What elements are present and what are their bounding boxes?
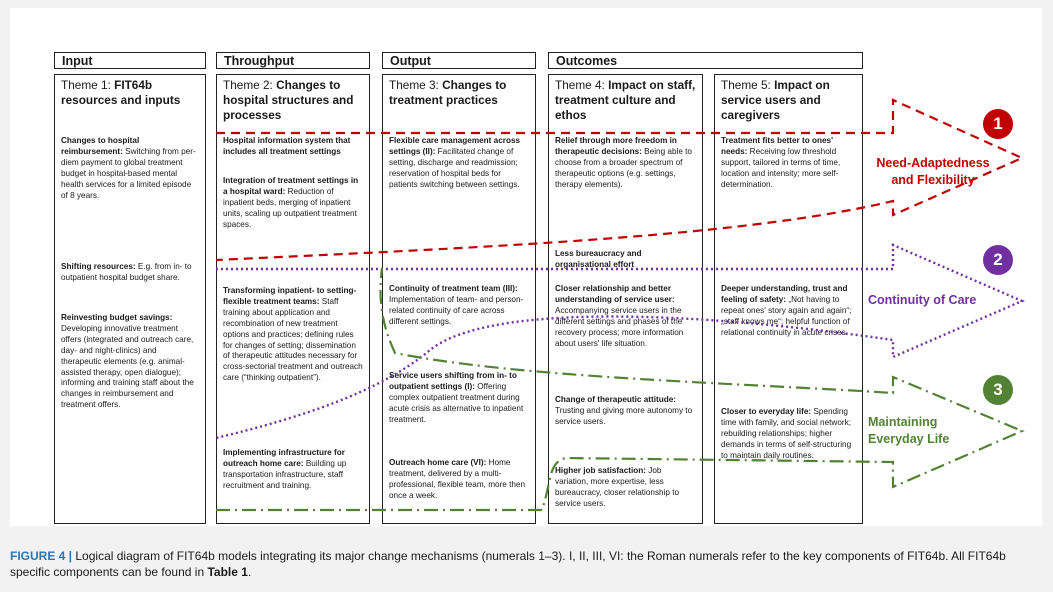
theme-3-title: Theme 3: Changes to treatment practices [389, 78, 507, 107]
theme-4-column: Theme 4: Impact on staff, treatment cult… [548, 74, 703, 524]
theme-4-item: Change of therapeutic attitude: Trusting… [555, 395, 693, 426]
mechanism-2-badge: 2 [983, 245, 1013, 275]
header-outcomes: Outcomes [548, 52, 863, 69]
theme-3-item: Service users shifting from in- to outpa… [389, 371, 524, 424]
header-output: Output [382, 52, 536, 69]
header-input: Input [54, 52, 206, 69]
theme-1-column: Theme 1: FIT64b resources and inputs Cha… [54, 74, 206, 524]
mechanism-3-label: Maintaining Everyday Life [868, 415, 950, 446]
theme-5-title: Theme 5: Impact on service users and car… [721, 78, 830, 122]
theme-5-item: Closer to everyday life: Spending time w… [721, 407, 852, 460]
mechanism-1-label: Need-Adaptedness and Flexibility [876, 156, 990, 187]
theme-2-item: Transforming inpatient- to setting-flexi… [223, 286, 363, 383]
theme-3-item: Flexible care management across settings… [389, 136, 521, 189]
theme-2-column: Theme 2: Changes to hospital structures … [216, 74, 370, 524]
theme-3-item: Outreach home care (VI): Home treatment,… [389, 458, 526, 500]
theme-4-item: Closer relationship and better understan… [555, 284, 684, 348]
theme-2-item: Integration of treatment settings in a h… [223, 176, 359, 229]
theme-5-item: Deeper understanding, trust and feeling … [721, 284, 852, 337]
theme-4-item: Higher job satisfaction: Job variation, … [555, 466, 680, 508]
figure-caption: FIGURE 4 | Logical diagram of FIT64b mod… [10, 549, 1006, 579]
theme-1-title: Theme 1: FIT64b resources and inputs [61, 78, 181, 107]
theme-3-item: Continuity of treatment team (III): Impl… [389, 284, 524, 326]
theme-4-item: Less bureaucracy and organisational effo… [555, 249, 642, 269]
theme-3-column: Theme 3: Changes to treatment practices … [382, 74, 536, 524]
theme-4-title: Theme 4: Impact on staff, treatment cult… [555, 78, 696, 122]
theme-2-item: Implementing infrastructure for outreach… [223, 448, 347, 490]
theme-5-column: Theme 5: Impact on service users and car… [714, 74, 863, 524]
theme-1-item: Shifting resources: E.g. from in- to out… [61, 262, 192, 282]
theme-4-item: Relief through more freedom in therapeut… [555, 136, 692, 189]
header-throughput: Throughput [216, 52, 370, 69]
theme-5-item: Treatment fits better to ones' needs: Re… [721, 136, 841, 189]
figure-number: FIGURE 4 | [10, 549, 73, 563]
mechanism-2-label: Continuity of Care [868, 293, 977, 307]
table-reference: Table 1 [207, 565, 248, 579]
theme-2-title: Theme 2: Changes to hospital structures … [223, 78, 354, 122]
mechanism-1-badge: 1 [983, 109, 1013, 139]
theme-2-item: Hospital information system that include… [223, 136, 351, 156]
theme-1-item: Changes to hospital reimbursement: Switc… [61, 136, 196, 200]
theme-1-item: Reinvesting budget savings: Developing i… [61, 313, 194, 410]
mechanism-3-badge: 3 [983, 375, 1013, 405]
